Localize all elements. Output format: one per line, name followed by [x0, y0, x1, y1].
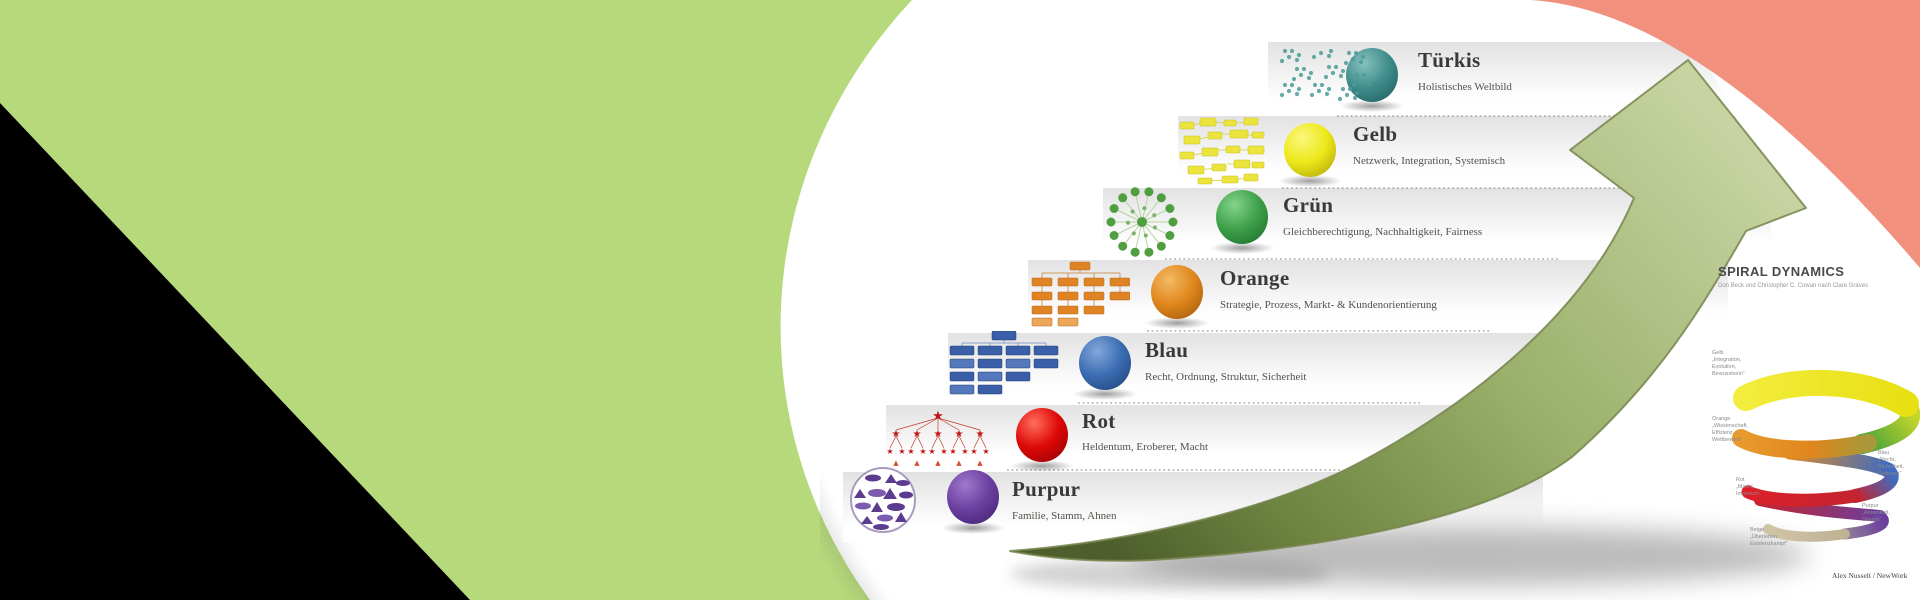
sphere-shadow	[941, 522, 1005, 534]
black-corner-triangle	[0, 103, 470, 600]
sphere-shadow	[1145, 317, 1209, 329]
spiral-label-blau: Blau „Recht, Sicherheit, Ordnung“	[1878, 450, 1904, 478]
sphere-shadow	[1210, 242, 1274, 254]
sphere-shadow	[1278, 175, 1342, 187]
svg-text:★: ★	[907, 447, 914, 456]
spiral-label-gelb: Gelb „Integration, Evolution, Bewusstsei…	[1712, 350, 1745, 378]
svg-text:▲: ▲	[914, 459, 920, 467]
level-title-tuerkis: Türkis	[1418, 48, 1481, 72]
level-title-rot: Rot	[1082, 409, 1116, 433]
sphere-shadow	[1073, 388, 1137, 400]
sphere-shadow	[1010, 460, 1074, 472]
sphere-orange	[1151, 265, 1203, 319]
svg-text:★: ★	[898, 447, 905, 456]
svg-text:★: ★	[955, 429, 964, 440]
star-tree-icon: ★ ★★ ★★★ ★★ ★★ ★★ ★★ ★★ ▲▲ ▲▲ ▲	[886, 409, 989, 467]
level-title-gruen: Grün	[1283, 193, 1334, 217]
svg-text:★: ★	[919, 447, 926, 456]
sphere-blau	[1079, 336, 1131, 390]
level-title-purpur: Purpur	[1012, 477, 1081, 501]
svg-text:★: ★	[886, 447, 893, 456]
circle-community-icon	[1106, 187, 1178, 257]
spiral-ribbon	[1732, 369, 1920, 542]
sphere-rot	[1016, 408, 1068, 462]
network-boxes-icon	[1179, 117, 1265, 185]
arrow-shadow-small	[1010, 558, 1330, 590]
tribe-circle-icon	[850, 467, 916, 533]
level-subtitle-blau: Recht, Ordnung, Struktur, Sicherheit	[1145, 371, 1307, 383]
svg-text:★: ★	[892, 429, 901, 440]
level-subtitle-gelb: Netzwerk, Integration, Systemisch	[1353, 155, 1506, 167]
swarm-dots-icon	[1279, 48, 1372, 102]
svg-text:★: ★	[913, 429, 922, 440]
level-subtitle-rot: Heldentum, Eroberer, Macht	[1082, 441, 1209, 453]
sphere-purpur	[947, 470, 999, 524]
level-subtitle-tuerkis: Holistisches Weltbild	[1418, 81, 1512, 93]
svg-text:★: ★	[934, 429, 943, 440]
spiral-label-purpur: Purpur „Ahnenkult, Stamm“	[1862, 503, 1890, 524]
svg-text:★: ★	[976, 429, 985, 440]
panel-subtitle: Don Beck und Christopher C. Cowan nach C…	[1718, 283, 1869, 289]
svg-text:★: ★	[982, 447, 989, 456]
hierarchy-grid-icon	[949, 331, 1059, 395]
spiral-label-orange: Orange „Wissenschaft, Effizienz, Wettbew…	[1712, 416, 1749, 444]
svg-text:▲: ▲	[935, 459, 941, 467]
sphere-shadow	[1340, 100, 1404, 112]
level-subtitle-gruen: Gleichberechtigung, Nachhaltigkeit, Fair…	[1283, 226, 1483, 238]
level-subtitle-purpur: Familie, Stamm, Ahnen	[1012, 510, 1117, 522]
panel-title: SPIRAL DYNAMICS	[1718, 264, 1845, 279]
level-subtitle-orange: Strategie, Prozess, Markt- & Kundenorien…	[1220, 299, 1437, 311]
svg-text:★: ★	[949, 447, 956, 456]
sphere-tuerkis	[1346, 48, 1398, 102]
svg-text:★: ★	[928, 447, 935, 456]
sphere-gelb	[1284, 123, 1336, 177]
spiral-label-beige: Beige „Überleben, Existenzkampf“	[1750, 527, 1788, 548]
pink-corner	[1530, 0, 1920, 268]
attribution-text: Alex Nusselt / NewWork	[1832, 571, 1908, 580]
svg-text:★: ★	[940, 447, 947, 456]
dotted-separators	[1007, 115, 1628, 471]
svg-text:▲: ▲	[893, 459, 899, 467]
growth-arrow	[1009, 59, 1807, 562]
level-title-blau: Blau	[1145, 338, 1189, 362]
svg-text:★: ★	[932, 409, 944, 424]
svg-text:▲: ▲	[956, 459, 962, 467]
org-chart-icon	[1031, 261, 1130, 327]
svg-text:★: ★	[970, 447, 977, 456]
svg-text:★: ★	[961, 447, 968, 456]
sphere-gruen	[1216, 190, 1268, 244]
svg-text:▲: ▲	[977, 459, 983, 467]
level-title-gelb: Gelb	[1353, 122, 1398, 146]
spiral-label-rot: Rot „Macht, Imperium“	[1736, 477, 1761, 498]
level-title-orange: Orange	[1220, 266, 1290, 290]
